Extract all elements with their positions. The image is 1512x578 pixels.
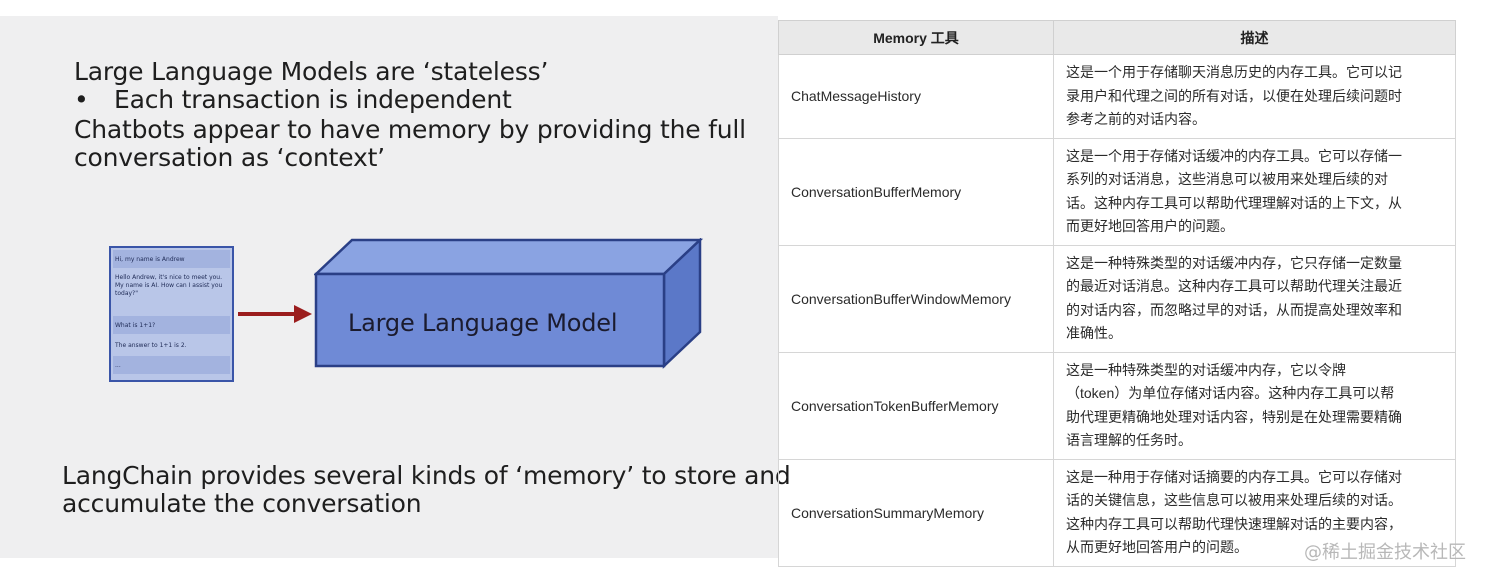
- tool-description: 这是一个用于存储对话缓冲的内存工具。它可以存储一 系列的对话消息，这些消息可以被…: [1053, 137, 1456, 246]
- description-line: 的对话内容，而忽略过早的对话，从而提高处理效率和: [1066, 301, 1402, 318]
- description-line: 这是一个用于存储对话缓冲的内存工具。它可以存储一: [1066, 147, 1402, 164]
- llm-box-label: Large Language Model: [348, 309, 618, 337]
- slide-line-stateless: Large Language Models are ‘stateless’: [74, 57, 549, 86]
- slide-line-chatbots: Chatbots appear to have memory by provid…: [74, 115, 746, 144]
- description-line: 话。这种内存工具可以帮助代理理解对话的上下文，从: [1066, 194, 1402, 211]
- chat-bubble: [113, 316, 230, 334]
- table-header-row: Memory 工具 描述: [778, 20, 1456, 55]
- chat-message-ellipsis: ...: [115, 362, 121, 369]
- chat-message-user: What is 1+1?: [115, 322, 156, 329]
- arrow-shaft: [238, 312, 296, 316]
- chat-bubble: [113, 356, 230, 374]
- description-line: 这是一个用于存储聊天消息历史的内存工具。它可以记: [1066, 64, 1402, 80]
- table-row: ConversationBufferMemory 这是一个用于存储对话缓冲的内存…: [778, 137, 1456, 246]
- description-line: 这种内存工具可以帮助代理快速理解对话的主要内容，: [1066, 515, 1402, 532]
- tool-name: ConversationTokenBufferMemory: [778, 351, 1054, 460]
- bullet-marker: •: [74, 85, 89, 114]
- description-line: 助代理更精确地处理对话内容，特别是在处理需要精确: [1066, 408, 1402, 425]
- slide-footer-line1: LangChain provides several kinds of ‘mem…: [62, 461, 791, 490]
- slide-footer-line2: accumulate the conversation: [62, 489, 422, 518]
- description-line: 录用户和代理之间的所有对话，以便在处理后续问题时: [1066, 87, 1402, 104]
- chat-message-ai: The answer to 1+1 is 2.: [115, 342, 187, 349]
- description-line: 这是一种用于存储对话摘要的内存工具。它可以存储对: [1066, 468, 1402, 485]
- tool-name: ConversationBufferMemory: [778, 137, 1054, 246]
- llm-box-shape: [314, 238, 704, 369]
- tool-description: 这是一种特殊类型的对话缓冲内存，它只存储一定数量 的最近对话消息。这种内存工具可…: [1053, 244, 1456, 353]
- description-line: 系列的对话消息，这些消息可以被用来处理后续的对: [1066, 171, 1388, 187]
- tool-name: ChatMessageHistory: [778, 54, 1054, 139]
- slide-line-independent: Each transaction is independent: [114, 85, 512, 114]
- description-line: 这是一种特殊类型的对话缓冲内存，它以令牌: [1066, 361, 1346, 378]
- description-line: 准确性。: [1066, 325, 1122, 341]
- table-row: ConversationBufferWindowMemory 这是一种特殊类型的…: [778, 244, 1456, 353]
- description-line: 语言理解的任务时。: [1066, 432, 1192, 448]
- description-line: 而更好地回答用户的问题。: [1066, 218, 1234, 234]
- description-line: 从而更好地回答用户的问题。: [1066, 539, 1248, 555]
- tool-description: 这是一种用于存储对话摘要的内存工具。它可以存储对 话的关键信息，这些信息可以被用…: [1053, 458, 1456, 567]
- column-header-description: 描述: [1053, 20, 1456, 55]
- column-header-tool: Memory 工具: [778, 20, 1054, 55]
- tool-name: ConversationSummaryMemory: [778, 458, 1054, 567]
- chat-bubble: [113, 250, 230, 268]
- chat-message-ai: Hello Andrew, it's nice to meet you. My …: [115, 274, 223, 297]
- description-line: 话的关键信息，这些信息可以被用来处理后续的对话。: [1066, 492, 1402, 508]
- chat-message-user: Hi, my name is Andrew: [115, 256, 185, 263]
- table-row: ConversationTokenBufferMemory 这是一种特殊类型的对…: [778, 351, 1456, 460]
- table-row: ChatMessageHistory 这是一个用于存储聊天消息历史的内存工具。它…: [778, 54, 1456, 139]
- description-line: 参考之前的对话内容。: [1066, 111, 1206, 127]
- table-row: ConversationSummaryMemory 这是一种用于存储对话摘要的内…: [778, 458, 1456, 567]
- arrow-right-icon: [294, 305, 312, 323]
- description-line: （token）为单位存储对话内容。这种内存工具可以帮: [1066, 385, 1395, 401]
- tool-name: ConversationBufferWindowMemory: [778, 244, 1054, 353]
- description-line: 的最近对话消息。这种内存工具可以帮助代理关注最近: [1066, 278, 1402, 294]
- tool-description: 这是一个用于存储聊天消息历史的内存工具。它可以记 录用户和代理之间的所有对话，以…: [1053, 54, 1456, 139]
- tool-description: 这是一种特殊类型的对话缓冲内存，它以令牌 （token）为单位存储对话内容。这种…: [1053, 351, 1456, 460]
- description-line: 这是一种特殊类型的对话缓冲内存，它只存储一定数量: [1066, 254, 1402, 271]
- watermark: @稀土掘金技术社区: [1304, 542, 1466, 563]
- chat-transcript: Hi, my name is Andrew Hello Andrew, it's…: [109, 246, 234, 382]
- memory-tools-table: Memory 工具 描述 ChatMessageHistory 这是一个用于存储…: [778, 20, 1456, 567]
- slide-line-context: conversation as ‘context’: [74, 143, 385, 172]
